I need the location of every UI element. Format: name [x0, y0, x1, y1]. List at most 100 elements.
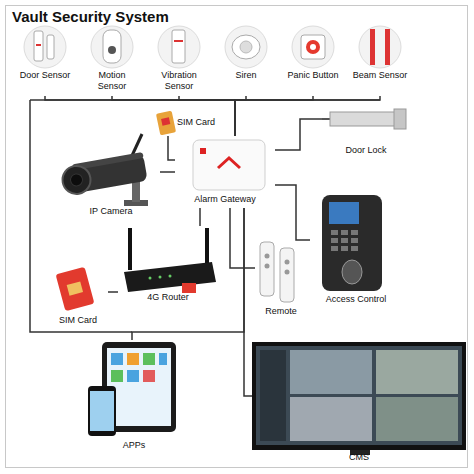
device-label: IP Camera [62, 206, 160, 217]
device-node: Motion Sensor [84, 24, 140, 96]
device-label: SIM Card [177, 117, 235, 128]
remote-icon [265, 264, 270, 269]
vibration-sensor-icon [172, 30, 185, 63]
sim-card-icon [56, 267, 95, 311]
cms-monitor-icon [252, 342, 466, 455]
beam-sensor-icon [370, 29, 390, 65]
remote-icon [280, 248, 294, 302]
motion-sensor-icon [103, 30, 121, 63]
device-label: Beam Sensor [352, 70, 408, 81]
device-label: Vibration Sensor [151, 70, 207, 92]
motion-sensor-icon [108, 46, 116, 54]
cms-monitor-icon [290, 397, 372, 441]
connector-line [230, 208, 255, 268]
connector-line [275, 185, 310, 240]
connector-line [168, 136, 175, 160]
door-sensor-icon [36, 44, 41, 46]
device-node: CMS [252, 342, 466, 466]
router-icon [182, 283, 196, 293]
sensor-icon-bg [24, 26, 401, 68]
device-node: SIM Card [155, 110, 235, 136]
door-lock-icon [394, 109, 406, 129]
sensor-icon-bg [24, 26, 66, 68]
device-node: 4G Router [118, 226, 218, 306]
device-label: 4G Router [118, 292, 218, 303]
device-label: Motion Sensor [84, 70, 140, 92]
router-icon [159, 276, 162, 279]
device-label: Access Control [310, 294, 402, 305]
motion-sensor-icon [103, 30, 121, 63]
beam-sensor-icon [370, 29, 375, 65]
sensor-icon-bg [158, 26, 200, 68]
apps-icon [88, 342, 176, 436]
access-control-icon [351, 246, 358, 251]
panic-button-icon [301, 35, 325, 59]
remote-icon [260, 242, 274, 296]
access-control-icon [351, 230, 358, 235]
cms-monitor-icon [260, 350, 286, 441]
door-lock-icon [322, 118, 330, 120]
device-label: Siren [218, 70, 274, 81]
router-icon [205, 228, 209, 266]
remote-icon [260, 242, 294, 302]
cms-monitor-icon [256, 346, 462, 445]
device-node: APPs [86, 340, 182, 454]
sensor-icon-bg [91, 26, 133, 68]
apps-icon [107, 348, 171, 426]
panic-button-icon [310, 44, 316, 50]
ip-camera-icon [60, 134, 148, 206]
device-node: Alarm Gateway [175, 136, 275, 208]
apps-icon [127, 370, 139, 382]
sim-card-icon [161, 117, 170, 126]
connector-line [108, 291, 118, 293]
access-control-icon [331, 238, 338, 243]
beam-sensor-icon [385, 29, 390, 65]
device-label: APPs [86, 440, 182, 451]
connector-line [244, 208, 252, 396]
access-control-icon [331, 230, 338, 235]
ip-camera-icon [60, 164, 92, 196]
sim-card-icon [67, 281, 83, 295]
connector-line [45, 96, 235, 136]
cms-monitor-icon [376, 350, 458, 394]
siren-icon [240, 41, 252, 53]
alarm-gateway-icon [200, 148, 206, 154]
access-control-icon [322, 195, 382, 291]
device-label: Remote [255, 306, 307, 317]
sensor-icon-bg [359, 26, 401, 68]
ip-camera-icon [132, 182, 140, 202]
sim-card-icon [56, 267, 95, 311]
door-sensor-icon [47, 35, 54, 59]
device-node: IP Camera [62, 142, 160, 220]
apps-icon [127, 353, 139, 365]
router-icon [149, 277, 152, 280]
connector-line [199, 208, 201, 226]
device-label: SIM Card [48, 315, 108, 326]
connector-line [179, 96, 235, 136]
router-icon [124, 228, 216, 293]
access-control-icon [341, 230, 348, 235]
router-icon [128, 228, 132, 270]
cms-monitor-icon [290, 350, 372, 394]
device-node: Access Control [310, 190, 402, 308]
alarm-gateway-icon [193, 140, 265, 190]
access-control-icon [322, 195, 382, 291]
device-node: Beam Sensor [352, 24, 408, 96]
remote-icon [265, 254, 270, 259]
device-label: Alarm Gateway [175, 194, 275, 205]
panic-button-icon [306, 40, 320, 54]
access-control-icon [351, 238, 358, 243]
remote-icon [285, 270, 290, 275]
apps-icon [88, 386, 116, 436]
connector-line [235, 96, 380, 136]
device-node: Door Sensor [17, 24, 73, 96]
access-control-icon [329, 202, 359, 224]
device-node: Remote [255, 236, 307, 320]
panic-button-icon [301, 35, 325, 59]
apps-icon [111, 353, 123, 365]
apps-icon [143, 353, 155, 365]
sim-card-icon [156, 111, 176, 136]
door-lock-icon [330, 112, 396, 126]
device-node: Panic Button [285, 24, 341, 96]
